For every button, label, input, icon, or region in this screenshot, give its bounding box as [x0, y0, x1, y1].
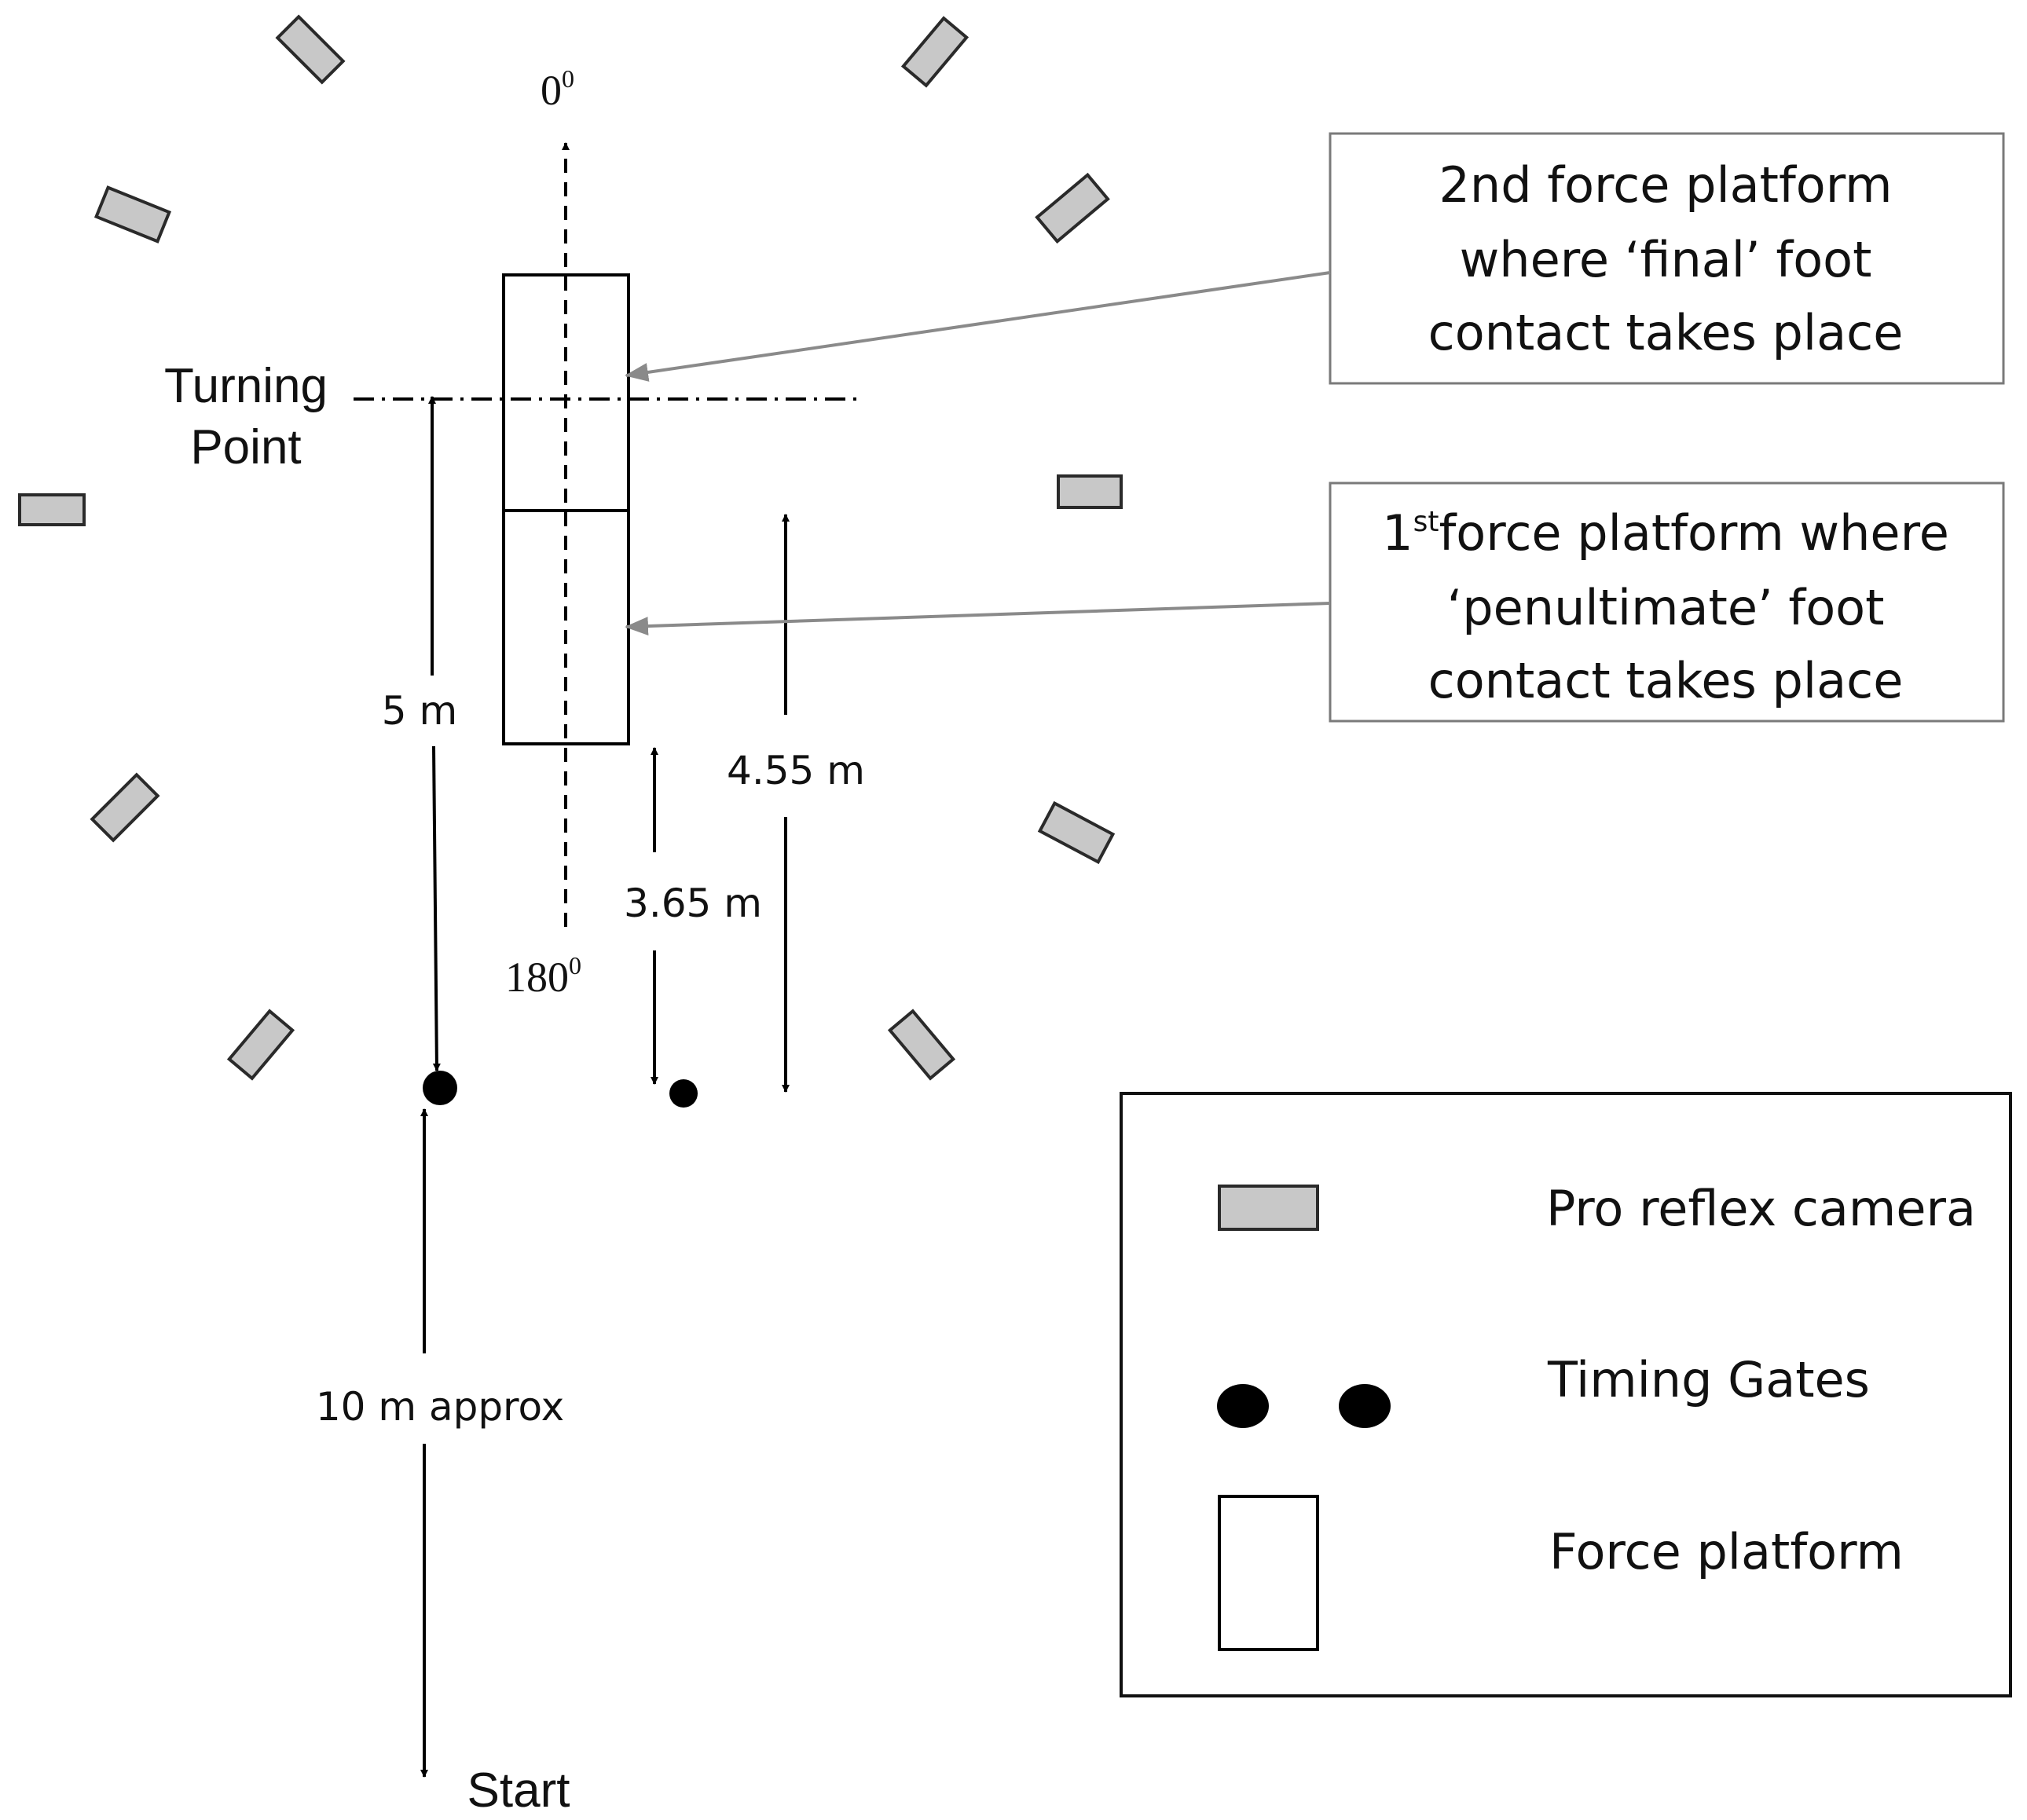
second-platform-pointer — [625, 271, 1331, 382]
legend: Pro reflex camera Timing Gates Force pla… — [1120, 1092, 2012, 1697]
camera-icon — [1035, 172, 1110, 244]
camera-icon — [887, 1009, 956, 1081]
camera-icon — [93, 185, 172, 244]
camera-icon — [226, 1009, 295, 1081]
second-platform-callout-line3: contact takes place — [1428, 304, 1904, 361]
three-65-label: 3.65 m — [624, 881, 762, 926]
angle-zero-label: 00 — [541, 64, 574, 114]
first-platform-callout-line3: contact takes place — [1428, 652, 1904, 709]
legend-camera-label: Pro reflex camera — [1546, 1180, 1976, 1237]
camera-icon — [275, 14, 346, 85]
legend-timing-gate-icon — [1339, 1384, 1391, 1428]
legend-timing-gates-label: Timing Gates — [1547, 1351, 1870, 1408]
ten-m-label: 10 m approx — [316, 1384, 564, 1430]
first-platform-callout-line1: 1stforce platform where — [1382, 504, 1949, 562]
camera-icon — [90, 772, 160, 843]
timing-gate-right — [669, 1079, 698, 1108]
camera-icon — [900, 16, 970, 88]
legend-timing-gate-icon — [1217, 1384, 1269, 1428]
turning-point-label-line2: Point — [190, 420, 301, 474]
first-platform-callout-line2: ‘penultimate’ foot — [1447, 579, 1885, 636]
five-m-label: 5 m — [382, 688, 457, 734]
four-55-label: 4.55 m — [727, 748, 865, 793]
start-label: Start — [467, 1763, 570, 1818]
camera-icon — [1037, 800, 1116, 865]
legend-camera-icon — [1218, 1185, 1319, 1231]
five-m-arrow-bottom — [432, 745, 441, 1071]
legend-force-platform-icon — [1218, 1495, 1319, 1651]
camera-icon — [1057, 474, 1123, 509]
second-platform-callout-line1: 2nd force platform — [1439, 156, 1892, 214]
first-platform-pointer — [625, 602, 1331, 636]
timing-gate-left — [423, 1071, 457, 1105]
first-platform-callout — [1329, 482, 2005, 723]
angle-180-label: 1800 — [505, 951, 581, 1001]
camera-icon — [18, 493, 86, 526]
legend-force-platform-label: Force platform — [1549, 1523, 1904, 1580]
turning-point-label: Turning — [164, 359, 328, 413]
second-platform-callout-line2: where ‘final’ foot — [1460, 231, 1872, 288]
second-platform-callout — [1329, 132, 2005, 385]
